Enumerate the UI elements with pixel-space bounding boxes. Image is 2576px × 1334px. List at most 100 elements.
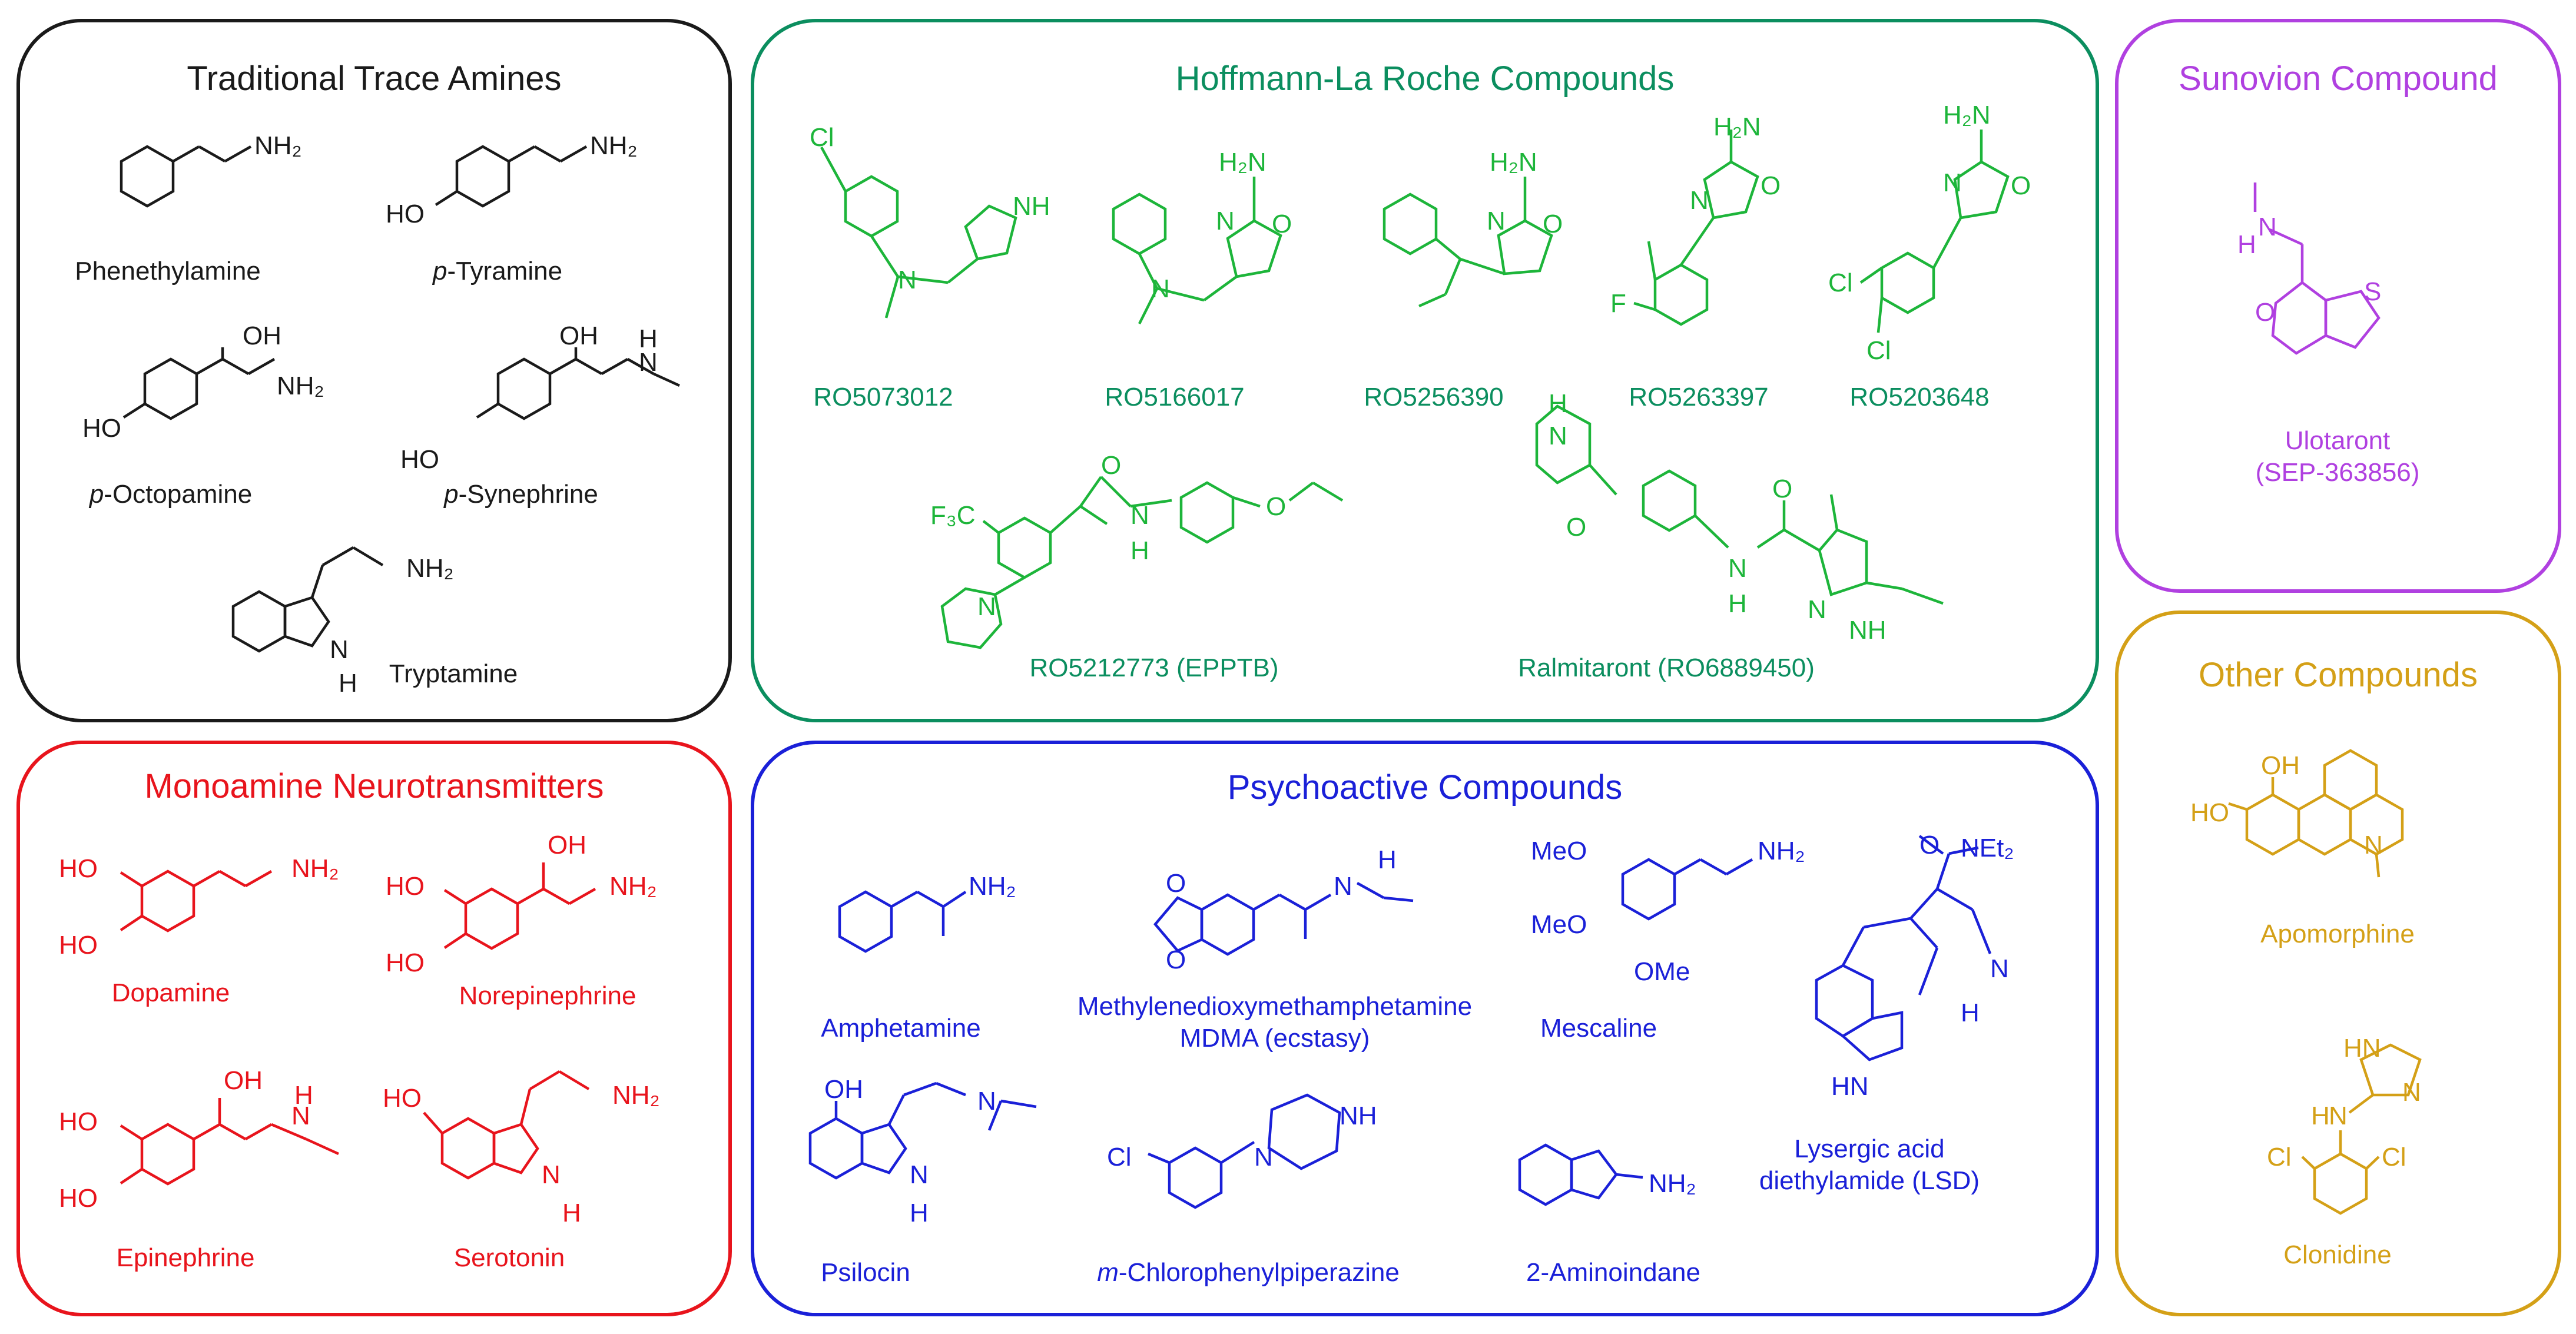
svg-text:N: N (330, 635, 349, 664)
svg-text:HO: HO (59, 854, 98, 883)
octopamine-structure: NH₂ OH HO (82, 321, 324, 443)
label-ro5212773: RO5212773 (EPPTB) (1029, 653, 1279, 682)
ro5073012-structure: Cl N NH (810, 123, 1050, 318)
svg-text:H: H (339, 669, 357, 698)
svg-text:OH: OH (824, 1075, 863, 1104)
svg-text:N: N (291, 1101, 310, 1130)
label-serotonin: Serotonin (453, 1243, 565, 1272)
svg-text:N: N (1130, 501, 1149, 530)
phenethylamine-structure: NH₂ (120, 131, 302, 208)
label-apomorphine: Apomorphine (2260, 920, 2415, 948)
svg-text:HO: HO (383, 1084, 422, 1113)
svg-text:NH₂: NH₂ (590, 131, 638, 160)
svg-text:NH₂: NH₂ (277, 371, 324, 400)
svg-text:O: O (1272, 210, 1292, 238)
panel-title: Hoffmann-La Roche Compounds (1175, 59, 1675, 98)
svg-text:HO: HO (82, 414, 121, 443)
svg-text:N: N (1549, 422, 1567, 450)
panel-title: Monoamine Neurotransmitters (144, 767, 604, 805)
label-ro5256390: RO5256390 (1364, 383, 1504, 412)
lsd-structure: O NEt₂ N H HN (1815, 831, 2014, 1101)
mescaline-structure: NH₂ MeO MeO OMe (1531, 837, 1805, 986)
svg-text:N: N (1728, 554, 1747, 583)
label-ro5263397: RO5263397 (1629, 383, 1769, 412)
svg-text:O: O (2011, 171, 2031, 200)
apomorphine-structure: OH HO N (2190, 749, 2404, 878)
epinephrine-structure: N H OH HO HO (59, 1066, 339, 1213)
svg-text:H: H (910, 1199, 929, 1227)
label-epinephrine: Epinephrine (116, 1243, 255, 1272)
svg-text:H: H (562, 1199, 581, 1227)
svg-text:MeO: MeO (1531, 910, 1587, 939)
svg-text:N: N (2402, 1078, 2421, 1107)
svg-text:H: H (1961, 998, 1980, 1027)
svg-text:NH₂: NH₂ (406, 554, 454, 583)
svg-text:NEt₂: NEt₂ (1961, 834, 2014, 862)
label-mescaline: Mescaline (1540, 1014, 1657, 1043)
svg-text:H₂N: H₂N (1713, 112, 1761, 141)
svg-text:N: N (2329, 1101, 2348, 1130)
svg-text:O: O (2255, 298, 2275, 327)
label-ralmitaront: Ralmitaront (RO6889450) (1518, 653, 1815, 682)
label-tryptamine: Tryptamine (389, 659, 518, 688)
label-ulotaront: Ulotaront(SEP-363856) (2255, 426, 2420, 487)
label-2-aminoindane: 2-Aminoindane (1526, 1258, 1700, 1287)
svg-text:O: O (1266, 492, 1286, 521)
norepinephrine-structure: NH₂ OH HO HO (386, 831, 657, 977)
panel-title: Other Compounds (2199, 656, 2478, 694)
tyramine-structure: NH₂ HO (386, 131, 638, 228)
svg-text:OH: OH (224, 1066, 263, 1095)
svg-text:HO: HO (59, 1107, 98, 1136)
ro5263397-structure: H₂N N O F (1610, 112, 1781, 326)
svg-text:O: O (1566, 513, 1586, 542)
mcpp-structure: Cl N NH (1107, 1093, 1377, 1209)
synephrine-structure: N H OH HO (400, 321, 680, 474)
svg-text:NH: NH (1849, 616, 1887, 645)
label-dopamine: Dopamine (111, 978, 230, 1007)
svg-text:OH: OH (2261, 751, 2300, 780)
svg-text:O: O (1919, 831, 1940, 860)
svg-text:N: N (1690, 186, 1709, 215)
svg-text:N: N (1334, 872, 1352, 901)
svg-text:O: O (1166, 945, 1186, 974)
svg-text:N: N (2364, 831, 2383, 860)
amphetamine-structure: NH₂ (838, 872, 1016, 953)
svg-text:N: N (1990, 954, 2009, 983)
svg-text:NH₂: NH₂ (612, 1081, 660, 1110)
svg-text:HN: HN (2343, 1034, 2381, 1063)
svg-text:HO: HO (386, 200, 425, 228)
svg-text:H: H (1130, 536, 1149, 565)
svg-text:NH₂: NH₂ (1649, 1169, 1696, 1198)
svg-text:H: H (2311, 1101, 2330, 1130)
svg-text:Cl: Cl (1866, 336, 1891, 365)
svg-text:NH₂: NH₂ (609, 872, 657, 901)
svg-text:O: O (1166, 869, 1186, 898)
svg-text:N: N (1151, 274, 1170, 303)
svg-text:N: N (898, 266, 917, 294)
panel-traditional-trace-amines: Traditional Trace Amines (16, 19, 732, 722)
pyrrole-ring (283, 596, 330, 648)
svg-text:OMe: OMe (1634, 957, 1690, 986)
svg-text:N: N (977, 1087, 996, 1116)
svg-text:NH₂: NH₂ (291, 854, 339, 883)
svg-text:S: S (2364, 277, 2381, 306)
svg-text:O: O (1761, 171, 1781, 200)
svg-text:NH₂: NH₂ (969, 872, 1016, 901)
svg-text:N: N (1808, 595, 1826, 624)
panel-monoamine-neurotransmitters: Monoamine Neurotransmitters (16, 741, 732, 1316)
label-ro5073012: RO5073012 (813, 383, 953, 412)
svg-text:HO: HO (386, 872, 425, 901)
ro5166017-structure: N H₂N N O (1112, 148, 1292, 325)
svg-text:N: N (1487, 207, 1506, 235)
label-psilocin: Psilocin (821, 1258, 910, 1287)
panel-hoffmann-la-roche: Hoffmann-La Roche Compounds (751, 19, 2099, 722)
svg-text:Cl: Cl (1828, 268, 1853, 297)
label-p-synephrine: p-Synephrine (444, 480, 598, 509)
